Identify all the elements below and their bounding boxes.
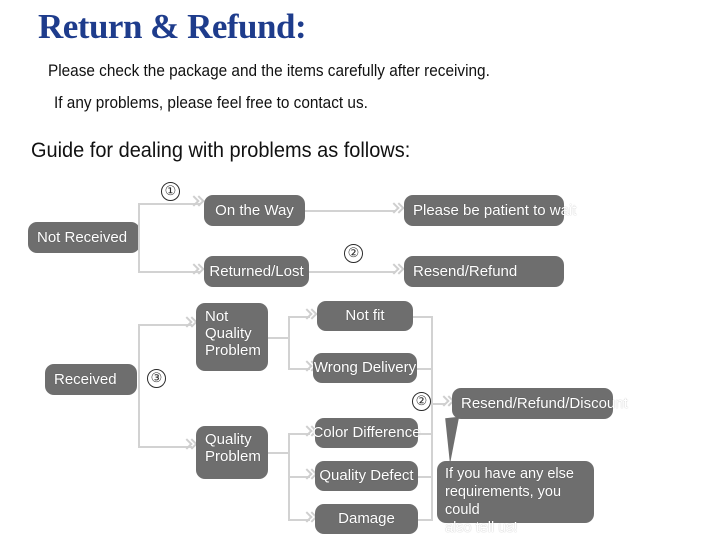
step-marker-2-bottom: ②: [412, 392, 431, 411]
connector-notquality-to-notfit: [288, 316, 310, 318]
connector-quality-stub: [268, 452, 290, 454]
node-resend-refund: Resend/Refund: [404, 256, 564, 287]
node-not-quality-problem: Not Quality Problem: [196, 303, 268, 371]
connector-collector-bus: [431, 316, 433, 520]
connector-wrongdelivery-to-bus: [417, 368, 433, 370]
step-marker-1: ①: [161, 182, 180, 201]
connector-damage-to-bus: [418, 519, 433, 521]
guide-heading: Guide for dealing with problems as follo…: [31, 139, 411, 162]
callout-line-2: requirements, you could: [445, 484, 562, 518]
connector-notquality-to-wrongdelivery: [288, 368, 310, 370]
connector-received-to-quality: [138, 446, 192, 448]
node-color-difference: Color Difference: [312, 418, 421, 448]
connector-notfit-to-bus: [413, 316, 433, 318]
node-quality-problem: Quality Problem: [196, 426, 268, 479]
connector-colordiff-to-bus: [418, 433, 433, 435]
connector-received-to-notquality: [138, 324, 192, 326]
node-returned-lost: Returned/Lost: [204, 256, 309, 287]
instruction-line-1: Please check the package and the items c…: [48, 62, 490, 80]
callout-pointer: [445, 416, 464, 464]
callout-line-3: also tell us!: [445, 520, 518, 536]
node-resend-refund-discount: Resend/Refund/Discount: [452, 388, 628, 419]
node-wrong-delivery: Wrong Delivery: [313, 353, 417, 383]
connector-ontheway-to-wait: [305, 210, 395, 212]
arrow-to-resend-refund: [390, 264, 403, 278]
node-on-the-way: On the Way: [204, 195, 305, 226]
instruction-line-2: If any problems, please feel free to con…: [54, 94, 368, 112]
connector-notquality-stub: [268, 337, 290, 339]
connector-returnedlost-to-resendrefund: [309, 271, 395, 273]
step-marker-3: ③: [147, 369, 166, 388]
connector-bus-to-resend-discount: [431, 403, 445, 405]
step-marker-2-top: ②: [344, 244, 363, 263]
callout-line-1: If you have any else: [445, 466, 574, 482]
connector-quality-to-damage: [288, 519, 310, 521]
connector-received-split: [138, 324, 140, 446]
node-received: Received: [45, 364, 137, 395]
page-title: Return & Refund:: [38, 7, 307, 46]
node-quality-defect: Quality Defect: [315, 461, 418, 491]
node-not-received: Not Received: [28, 222, 140, 253]
arrow-to-returned-lost: [190, 264, 203, 278]
node-please-be-patient-to-wait: Please be patient to wait: [404, 195, 576, 226]
node-not-fit: Not fit: [317, 301, 413, 331]
connector-not-received-split: [138, 203, 140, 273]
arrow-to-quality-problem: [183, 439, 196, 453]
callout-bubble: If you have any else requirements, you c…: [437, 461, 594, 536]
arrow-to-not-fit: [303, 309, 316, 323]
arrow-to-not-quality-problem: [183, 317, 196, 331]
connector-notquality-split: [288, 316, 290, 368]
connector-not-received-to-returnedlost: [138, 271, 200, 273]
connector-quality-to-colordiff: [288, 433, 310, 435]
connector-not-received-to-ontheway: [138, 203, 200, 205]
connector-qualitydefect-to-bus: [418, 476, 433, 478]
arrow-to-please-wait: [390, 203, 403, 217]
arrow-to-on-the-way: [190, 196, 203, 210]
connector-quality-to-qualitydefect: [288, 476, 310, 478]
node-damage: Damage: [315, 504, 418, 534]
